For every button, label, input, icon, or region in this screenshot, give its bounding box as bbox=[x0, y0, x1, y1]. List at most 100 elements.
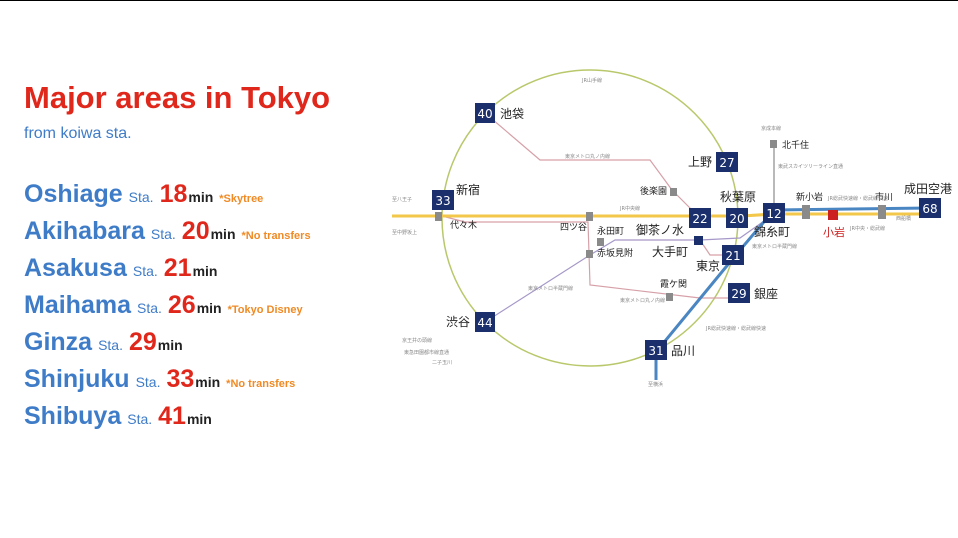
destination-unit: min bbox=[157, 337, 183, 353]
line-label-to-yokohama: 至横浜 bbox=[648, 381, 663, 388]
chuo-line bbox=[392, 212, 775, 218]
line-label-to-hachioji: 至八王子 bbox=[392, 196, 412, 203]
badge-ochanomizu: 22 bbox=[689, 208, 711, 228]
destination-minutes: 20 bbox=[181, 217, 210, 245]
destination-unit: min bbox=[186, 411, 212, 427]
station-label-kinshicho: 錦糸町 bbox=[754, 224, 790, 239]
station-label-ochanomizu: 御茶ノ水 bbox=[636, 222, 684, 237]
badge-shinjuku-number: 33 bbox=[435, 194, 450, 208]
badge-ginza: 29 bbox=[728, 283, 750, 303]
line-label-keisei: 京成本線 bbox=[761, 125, 781, 132]
station-label-yotsuya: 四ツ谷 bbox=[560, 222, 587, 233]
destination-name: Akihabara bbox=[24, 217, 145, 245]
station-label-akihabara: 秋葉原 bbox=[720, 190, 756, 204]
badge-shibuya: 44 bbox=[475, 312, 495, 332]
line-label-marunouchi-north: 東京メトロ丸ノ内線 bbox=[565, 153, 610, 160]
badge-ueno-number: 27 bbox=[719, 156, 734, 170]
destination-unit: min bbox=[195, 374, 221, 390]
destination-row: Asakusa Sta. 21 min bbox=[24, 254, 364, 291]
destination-row: Maihama Sta. 26 min *Tokyo Disney bbox=[24, 291, 364, 328]
destination-minutes: 33 bbox=[166, 365, 195, 393]
line-label-sobu-right: JR中央・総武線 bbox=[849, 225, 885, 232]
destination-row: Akihabara Sta. 20 min *No transfers bbox=[24, 217, 364, 254]
station-marker-nagatacho bbox=[597, 238, 604, 246]
destination-minutes: 18 bbox=[159, 180, 188, 208]
destination-sta: Sta. bbox=[136, 300, 162, 316]
route-map: 40 27 33 22 20 12 68 21 29 44 31 池袋 上野 bbox=[392, 69, 952, 388]
station-label-kitasenju: 北千住 bbox=[782, 139, 809, 151]
destination-row: Shibuya Sta. 41 min bbox=[24, 402, 364, 439]
line-label-marunouchi-south: 東京メトロ丸ノ内線 bbox=[620, 297, 665, 304]
badge-kinshicho-number: 12 bbox=[766, 207, 781, 221]
destination-note: *No transfers bbox=[226, 378, 296, 390]
destination-minutes: 21 bbox=[163, 254, 192, 282]
destination-row: Ginza Sta. 29 min bbox=[24, 328, 364, 365]
station-label-akasakamitsuke: 赤坂見附 bbox=[597, 247, 633, 259]
station-marker-kitasenju bbox=[770, 140, 777, 148]
station-label-nagatacho: 永田町 bbox=[597, 225, 624, 237]
line-label-skytree: 東武スカイツリーライン直通 bbox=[778, 163, 843, 170]
line-label-sobu-rapid-right: JR総武快速線・総武線快速 bbox=[827, 195, 888, 202]
destination-name: Oshiage bbox=[24, 180, 123, 208]
line-label-hanzomon-west: 東京メトロ半蔵門線 bbox=[528, 285, 573, 292]
destination-name: Shibuya bbox=[24, 402, 122, 430]
line-label-to-nakano: 至中野坂上 bbox=[392, 229, 417, 236]
line-label-sobu-rapid: JR総武快速線・総武線快速 bbox=[705, 325, 766, 332]
station-marker-kasumigaseki bbox=[666, 293, 673, 301]
line-label-hanzomon-east: 東京メトロ半蔵門線 bbox=[752, 243, 797, 250]
line-label-yamanote: JR山手線 bbox=[581, 77, 602, 84]
station-label-tokyo: 東京 bbox=[696, 259, 720, 273]
line-label-futakotamagawa: 二子玉川 bbox=[432, 359, 452, 366]
destination-name: Asakusa bbox=[24, 254, 127, 282]
destination-sta: Sta. bbox=[132, 263, 158, 279]
line-label-chuo: JR中央線 bbox=[619, 205, 640, 212]
station-marker-yotsuya bbox=[586, 212, 593, 221]
station-label-shinkoiwa: 新小岩 bbox=[796, 191, 823, 203]
marunouchi-line-north bbox=[484, 112, 701, 219]
station-label-shinagawa: 品川 bbox=[671, 344, 695, 358]
destination-unit: min bbox=[188, 189, 214, 205]
destination-list: Oshiage Sta. 18 min *Skytree Akihabara S… bbox=[24, 180, 364, 439]
destination-sta: Sta. bbox=[128, 189, 154, 205]
page-subtitle: from koiwa sta. bbox=[24, 125, 132, 142]
badge-narita-number: 68 bbox=[922, 202, 937, 216]
destination-sta: Sta. bbox=[135, 374, 161, 390]
station-label-kasumigaseki: 霞ケ関 bbox=[660, 279, 687, 290]
destination-name: Shinjuku bbox=[24, 365, 130, 393]
page-title: Major areas in Tokyo bbox=[24, 80, 331, 115]
destination-minutes: 29 bbox=[128, 328, 157, 356]
badge-shibuya-number: 44 bbox=[477, 316, 492, 330]
badge-akihabara-number: 20 bbox=[729, 212, 744, 226]
station-marker-yoyogi bbox=[435, 212, 442, 221]
badge-shinagawa: 31 bbox=[645, 340, 667, 360]
destination-name: Ginza bbox=[24, 328, 93, 356]
station-label-koiwa: 小岩 bbox=[823, 225, 845, 239]
badge-tokyo-number: 21 bbox=[725, 249, 740, 263]
badge-narita: 68 bbox=[919, 198, 941, 218]
station-label-narita: 成田空港 bbox=[904, 182, 952, 196]
station-label-otemachi: 大手町 bbox=[652, 245, 688, 259]
badge-tokyo: 21 bbox=[722, 245, 744, 265]
destination-note: *No transfers bbox=[241, 230, 311, 242]
destination-name: Maihama bbox=[24, 291, 131, 319]
station-label-yoyogi: 代々木 bbox=[450, 219, 477, 231]
badge-ochanomizu-number: 22 bbox=[692, 212, 707, 226]
station-marker-koiwa bbox=[828, 210, 838, 220]
station-marker-akasaka bbox=[586, 250, 593, 258]
destination-sta: Sta. bbox=[150, 226, 176, 242]
destination-minutes: 41 bbox=[158, 402, 186, 430]
destination-minutes: 26 bbox=[167, 291, 196, 319]
station-label-ikebukuro: 池袋 bbox=[500, 107, 524, 121]
station-label-korakuen: 後楽園 bbox=[640, 185, 667, 197]
badge-ikebukuro-number: 40 bbox=[477, 107, 492, 121]
badge-kinshicho: 12 bbox=[763, 203, 785, 223]
destination-unit: min bbox=[196, 300, 222, 316]
station-label-shibuya: 渋谷 bbox=[446, 315, 470, 329]
destination-unit: min bbox=[210, 226, 236, 242]
destination-row: Shinjuku Sta. 33 min *No transfers bbox=[24, 365, 364, 402]
badge-ginza-number: 29 bbox=[731, 287, 746, 301]
station-label-ichikawa: 市川 bbox=[875, 191, 893, 203]
badge-ikebukuro: 40 bbox=[475, 103, 495, 123]
station-marker-ichikawa bbox=[878, 205, 886, 219]
badge-shinjuku: 33 bbox=[432, 190, 454, 210]
